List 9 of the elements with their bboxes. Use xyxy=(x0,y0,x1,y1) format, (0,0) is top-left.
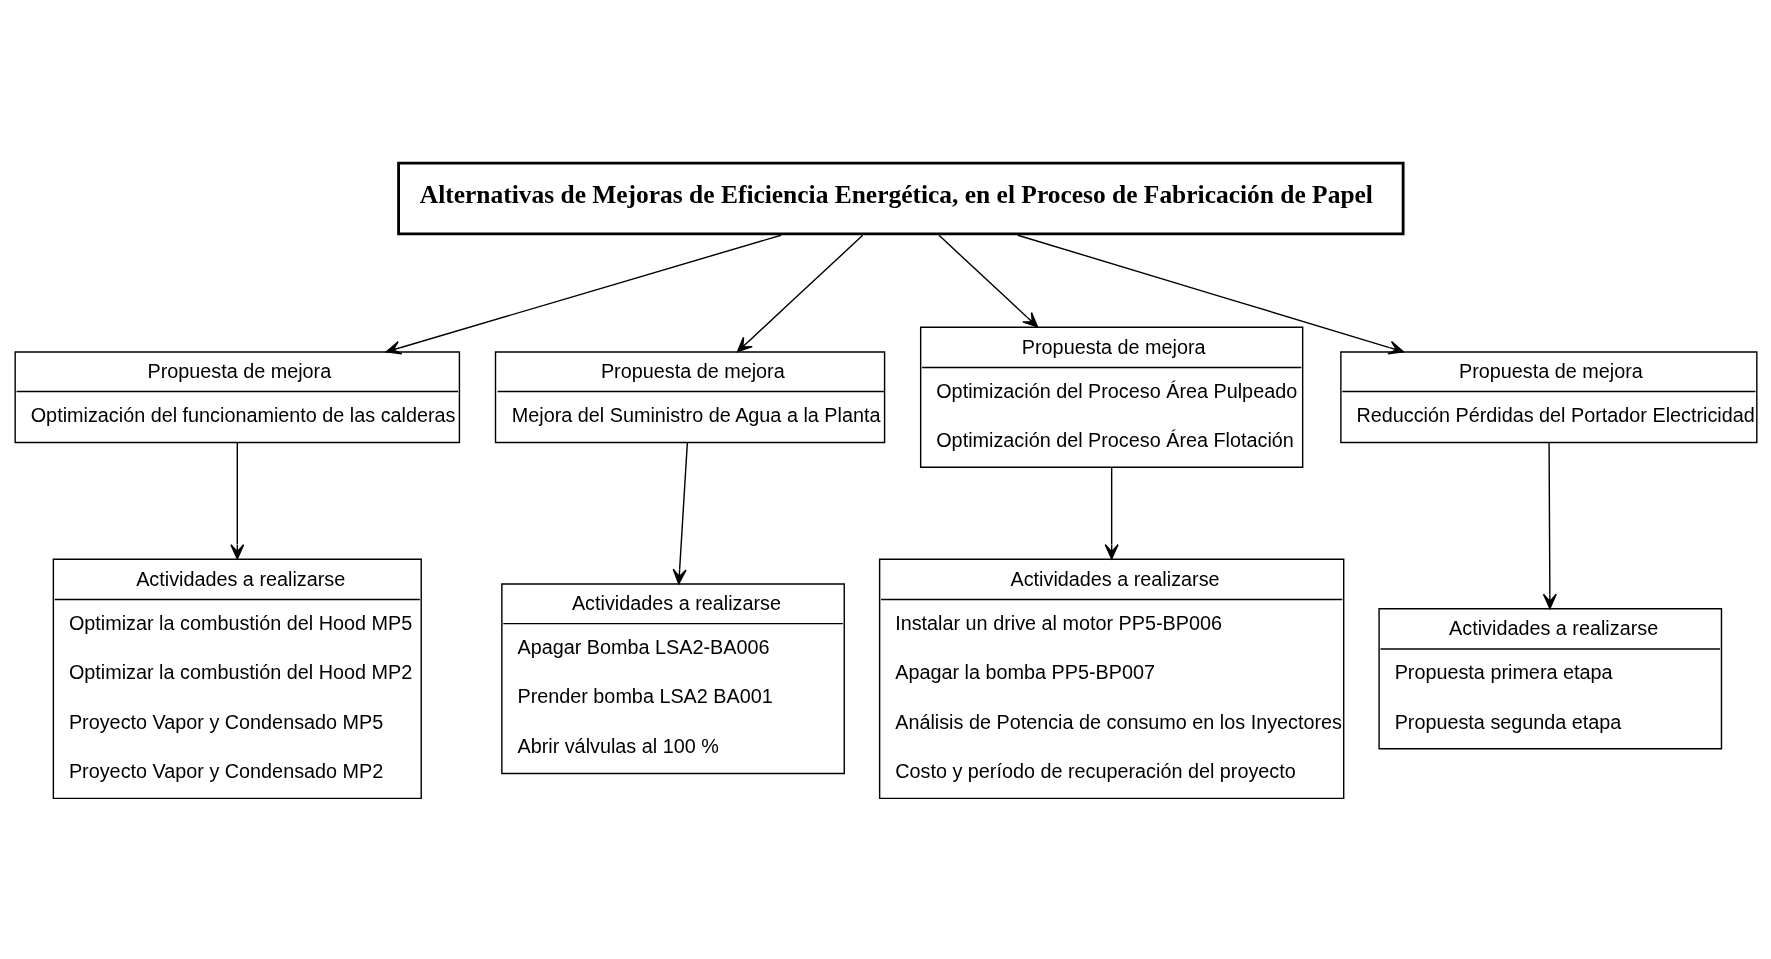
arrow xyxy=(736,234,863,352)
arrow xyxy=(672,441,688,584)
arrow xyxy=(1542,441,1557,609)
arrow xyxy=(1016,234,1404,354)
arrow xyxy=(385,234,782,355)
arrow xyxy=(937,234,1038,328)
node-box: Alternativas de Mejoras de Eficiencia Energética, en el Proceso de Fabricación de Papel xyxy=(396,161,1405,235)
arrow xyxy=(229,441,244,560)
arrow xyxy=(1104,466,1119,559)
